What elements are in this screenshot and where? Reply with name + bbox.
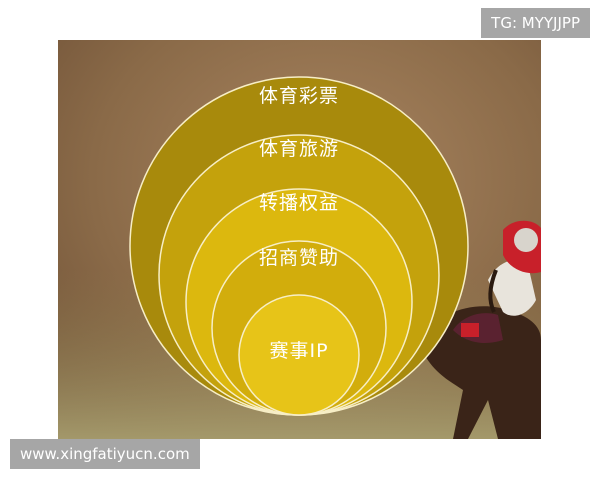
watermark-telegram: TG: MYYJJPP: [481, 8, 590, 38]
layer-circle-5: [238, 294, 360, 416]
circle-layers: [129, 76, 469, 416]
layer-label-3: 转播权益: [259, 192, 339, 214]
layer-label-1: 体育彩票: [259, 85, 339, 107]
nested-circles-diagram: 体育彩票 体育旅游 转播权益 招商赞助 赛事IP: [58, 40, 541, 439]
watermark-website: www.xingfatiyucn.com: [10, 439, 200, 469]
circle-labels: 体育彩票 体育旅游 转播权益 招商赞助 赛事IP: [259, 85, 339, 362]
layer-label-5: 赛事IP: [269, 340, 328, 362]
background-photo: 体育彩票 体育旅游 转播权益 招商赞助 赛事IP: [58, 40, 541, 439]
layer-label-4: 招商赞助: [259, 247, 339, 269]
horse-jockey-image: [418, 220, 541, 439]
layer-label-2: 体育旅游: [259, 138, 339, 160]
